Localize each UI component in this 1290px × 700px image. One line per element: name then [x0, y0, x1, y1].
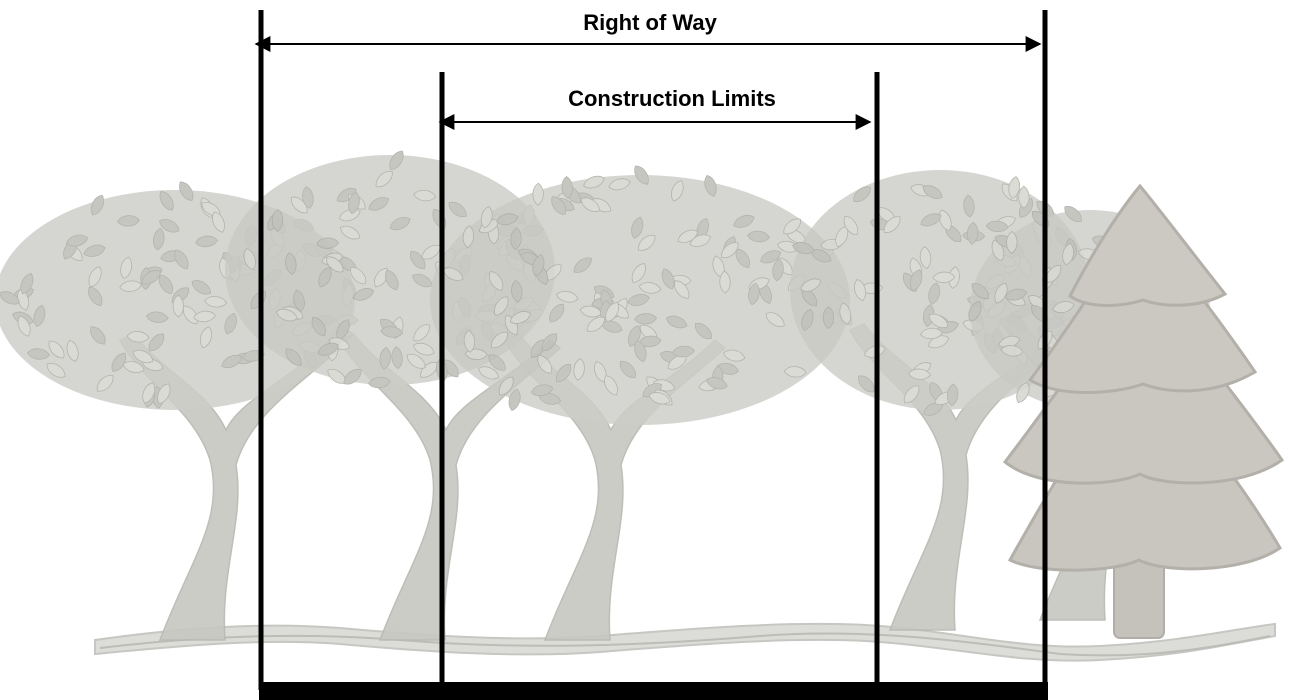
right-of-way-boundaries — [254, 10, 1048, 690]
ground-terrain — [94, 622, 1276, 662]
deciduous-tree — [430, 165, 853, 641]
pine-tree — [1002, 183, 1285, 639]
deciduous-trees — [0, 150, 1222, 641]
base-bar — [259, 682, 1048, 700]
construction-limits-label: Construction Limits — [568, 86, 776, 111]
construction-limit-boundaries — [438, 72, 880, 690]
right-of-way-label: Right of Way — [583, 10, 717, 35]
